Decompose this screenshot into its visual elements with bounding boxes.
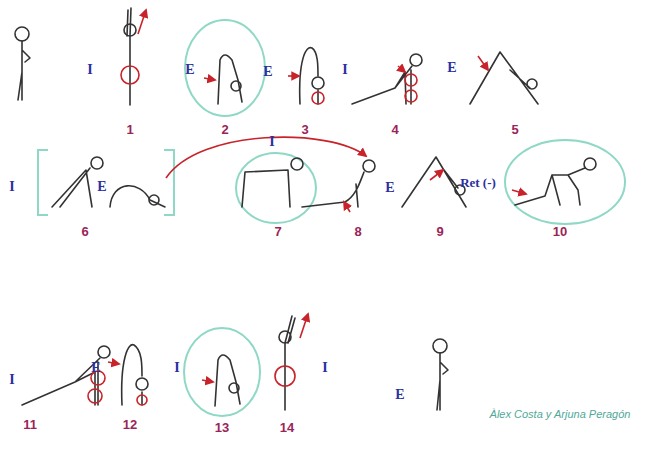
step-number: 11: [23, 418, 37, 432]
highlight-circles: [38, 20, 625, 416]
step-number: 10: [553, 225, 567, 239]
breath-mark: I: [342, 62, 347, 77]
breath-mark: E: [97, 179, 106, 194]
step-number: 3: [301, 123, 308, 137]
breath-mark: I: [9, 179, 14, 194]
step-number: 13: [215, 421, 229, 435]
breath-mark: E: [395, 387, 404, 402]
step-number: 8: [354, 225, 361, 239]
breath-mark: E: [91, 360, 100, 375]
step-number: 14: [280, 421, 294, 435]
breath-note: Ret (-): [460, 176, 496, 190]
breath-mark: E: [185, 62, 194, 77]
breath-mark: I: [87, 62, 92, 77]
step-number: 2: [221, 123, 228, 137]
breath-mark: I: [9, 372, 14, 387]
step-number: 1: [126, 123, 133, 137]
step-number: 4: [391, 123, 398, 137]
stick-figures: [15, 8, 596, 410]
breath-mark: E: [263, 64, 272, 79]
step-number: 12: [123, 418, 137, 432]
breath-mark: I: [269, 134, 274, 149]
breath-mark: E: [385, 180, 394, 195]
step-number: 7: [274, 225, 281, 239]
step-number: 9: [436, 225, 443, 239]
credit-watermark: Àlex Costa y Arjuna Peragón: [490, 408, 631, 420]
red-marks: [88, 10, 526, 405]
step-number: 5: [511, 123, 518, 137]
step-number: 6: [81, 225, 88, 239]
breath-mark: I: [322, 360, 327, 375]
breath-mark: E: [447, 60, 456, 75]
breath-mark: I: [174, 360, 179, 375]
